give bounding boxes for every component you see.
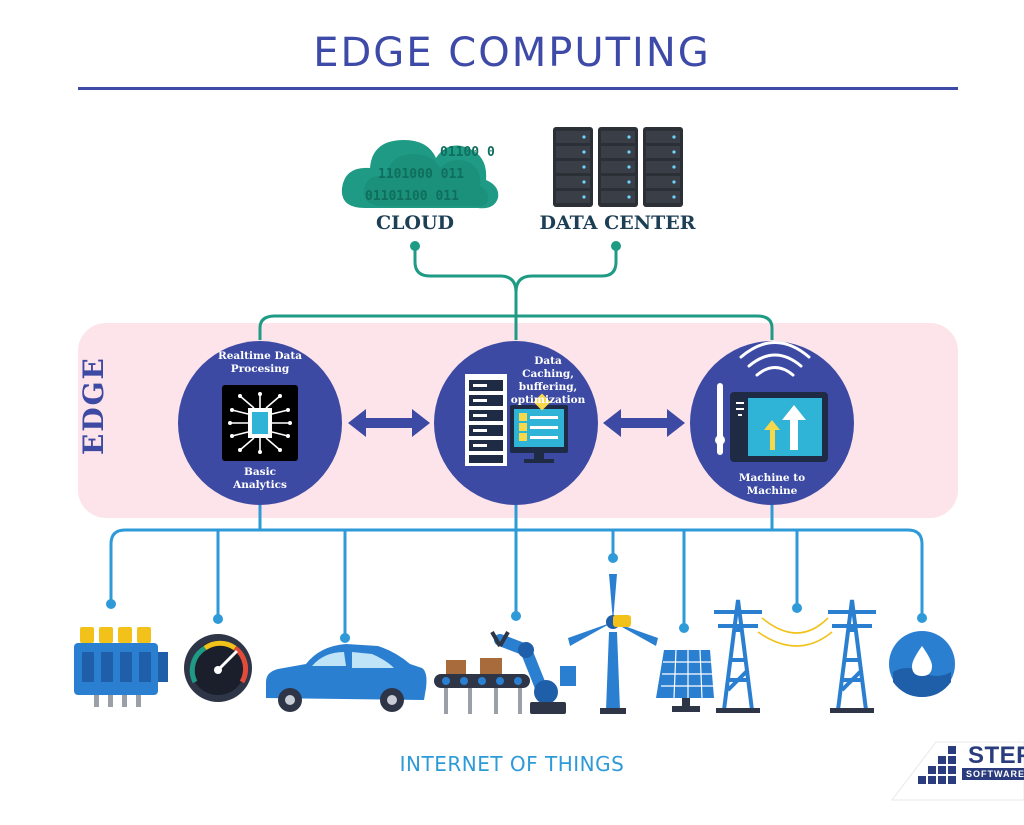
m2m-text: Machine to Machine — [738, 472, 806, 497]
caching-text: Data Caching, buffering, optimization — [510, 355, 586, 406]
cloud-binary-row-1: 01100 0 — [440, 145, 495, 160]
logo-step-text: STEP — [968, 742, 1024, 769]
solar-panel-icon — [656, 649, 714, 712]
processing-bottom-text: Basic Analytics — [233, 466, 287, 491]
robotic-assembly-arm-icon — [434, 631, 576, 714]
server-monitor-icon — [465, 374, 568, 466]
title-underline — [78, 87, 958, 90]
speedometer-icon — [184, 634, 252, 702]
bidirectional-arrow-icon — [348, 409, 685, 437]
cloud-datacenter-connector — [258, 246, 774, 340]
step-software-logo — [890, 741, 1024, 801]
processor-chip-icon — [222, 385, 298, 461]
power-pylon-icon — [714, 599, 876, 711]
machine-to-machine-icon — [715, 341, 828, 462]
cloud-binary-row-3: 01101100 011 — [365, 189, 459, 204]
cloud-icon: 01100 0 1101000 011 01101100 011 — [341, 140, 499, 209]
logo-software-text: SOFTWARE — [962, 768, 1024, 780]
processing-top-text: Realtime Data Procesing — [217, 350, 303, 375]
engine-block-icon — [74, 627, 168, 707]
connector-dots — [410, 241, 621, 251]
page-title: EDGE COMPUTING — [313, 30, 711, 76]
water-drop-icon — [889, 631, 955, 697]
edge-label: EDGE — [77, 356, 110, 455]
car-icon — [266, 644, 427, 712]
server-rack-icon — [553, 127, 683, 207]
cloud-label: CLOUD — [375, 212, 455, 234]
cloud-binary-row-2: 1101000 011 — [378, 167, 464, 182]
wind-turbine-icon — [568, 574, 658, 714]
iot-connector-dots — [106, 553, 927, 643]
power-line-wires — [757, 617, 833, 647]
iot-connector — [109, 505, 924, 635]
data-center-label: DATA CENTER — [539, 212, 696, 234]
iot-label: INTERNET OF THINGS — [399, 752, 625, 776]
